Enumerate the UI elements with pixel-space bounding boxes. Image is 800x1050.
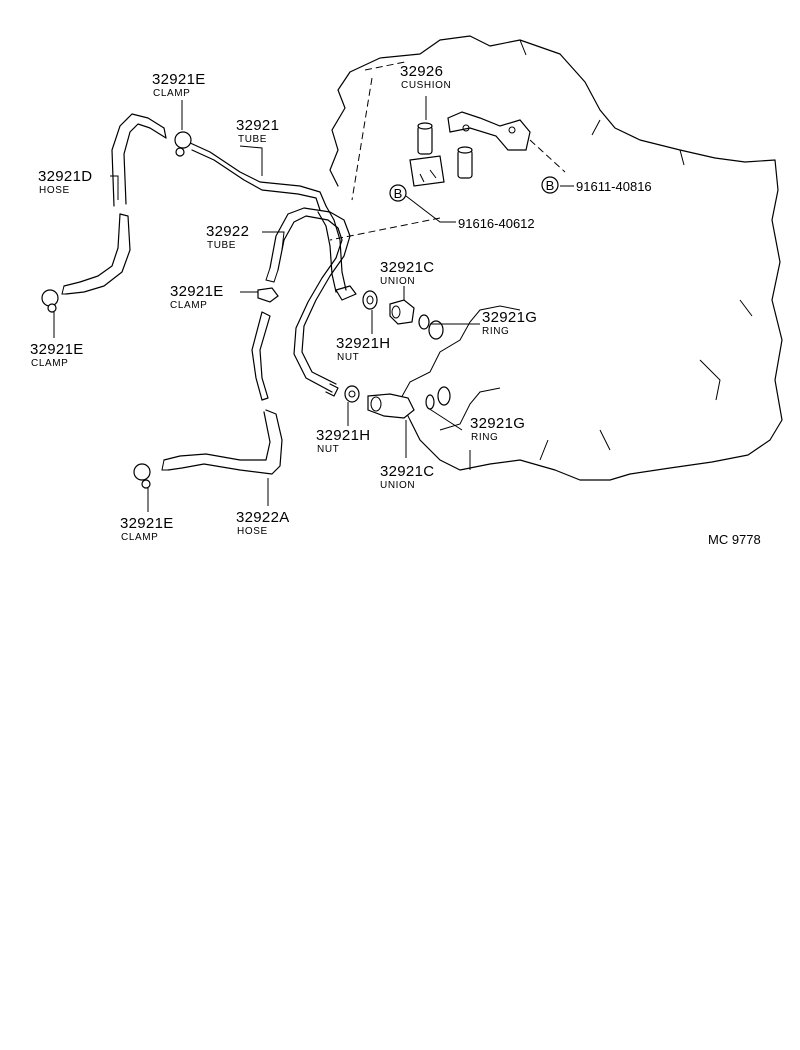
part-description: CLAMP <box>153 88 190 99</box>
callout-nut-upper: 32921H NUT <box>336 335 390 363</box>
nut-icon-lower <box>344 385 360 403</box>
callout-union-lower: 32921C UNION <box>380 463 434 491</box>
part-description: NUT <box>317 444 339 455</box>
port-upper <box>428 320 444 340</box>
part-description: HOSE <box>39 185 70 196</box>
bolt-marker-91616: B <box>389 184 407 202</box>
part-number: 32921E <box>120 515 174 532</box>
callout-clamp-bottom: 32921E CLAMP <box>120 515 174 543</box>
callout-cushion: 32926 CUSHION <box>400 63 451 91</box>
callout-clamp-mid: 32921E CLAMP <box>170 283 224 311</box>
callout-clamp-top: 32921E CLAMP <box>152 71 206 99</box>
clamp-icon-mid <box>257 287 279 303</box>
ring-icon-upper <box>418 314 430 330</box>
transmission-housing <box>329 35 783 481</box>
callout-hose-32921d: 32921D HOSE <box>38 168 92 196</box>
clamp-icon-bottom <box>133 463 151 489</box>
part-description: NUT <box>337 352 359 363</box>
part-number: 32926 <box>400 63 443 80</box>
callout-hose-32922a: 32922A HOSE <box>236 509 290 537</box>
callout-ring-lower: 32921G RING <box>470 415 525 443</box>
part-description: UNION <box>380 276 415 287</box>
part-number: 32921G <box>470 415 525 432</box>
svg-text:B: B <box>546 178 555 193</box>
svg-text:B: B <box>394 186 403 201</box>
part-number: 32921C <box>380 463 434 480</box>
bolt-marker-91611: B <box>541 176 559 194</box>
callout-union-upper: 32921C UNION <box>380 259 434 287</box>
hose-32921d-shape <box>61 113 167 295</box>
part-description: CUSHION <box>401 80 451 91</box>
callout-tube-32921: 32921 TUBE <box>236 117 279 145</box>
ring-icon-lower <box>425 394 435 410</box>
part-description: RING <box>471 432 498 443</box>
nut-icon-upper <box>362 290 378 310</box>
part-description: TUBE <box>238 134 267 145</box>
part-description: RING <box>482 326 509 337</box>
cushion-assembly <box>409 122 473 187</box>
bolt-number-91616: 91616-40612 <box>458 216 535 231</box>
part-number: 32921H <box>316 427 370 444</box>
part-number: 32922 <box>206 223 249 240</box>
clamp-icon-left <box>41 289 59 313</box>
part-number: 32921H <box>336 335 390 352</box>
part-number: 32922A <box>236 509 290 526</box>
callout-tube-32922: 32922 TUBE <box>206 223 249 251</box>
part-number: 32921D <box>38 168 92 185</box>
leader-lines <box>53 96 574 512</box>
diagram-code: MC 9778 <box>708 532 761 547</box>
callout-ring-upper: 32921G RING <box>482 309 537 337</box>
bolt-number-91611: 91611-40816 <box>576 179 652 194</box>
tube-32922-shape <box>265 207 351 393</box>
union-icon-lower <box>367 393 415 419</box>
part-number: 32921E <box>170 283 224 300</box>
part-description: HOSE <box>237 526 268 537</box>
part-number: 32921E <box>152 71 206 88</box>
part-number: 32921 <box>236 117 279 134</box>
part-description: CLAMP <box>121 532 158 543</box>
part-description: TUBE <box>207 240 236 251</box>
callout-nut-lower: 32921H NUT <box>316 427 370 455</box>
union-icon-upper <box>389 299 415 325</box>
hose-32922a-shape <box>161 311 283 475</box>
part-description: CLAMP <box>31 358 68 369</box>
part-description: CLAMP <box>170 300 207 311</box>
part-number: 32921C <box>380 259 434 276</box>
part-description: UNION <box>380 480 415 491</box>
callout-clamp-left: 32921E CLAMP <box>30 341 84 369</box>
tube-32921-shape <box>187 141 347 293</box>
fittings <box>325 285 357 397</box>
bracket <box>447 111 531 151</box>
part-number: 32921E <box>30 341 84 358</box>
clamp-icon-top <box>174 131 192 157</box>
part-number: 32921G <box>482 309 537 326</box>
port-lower <box>437 386 451 406</box>
